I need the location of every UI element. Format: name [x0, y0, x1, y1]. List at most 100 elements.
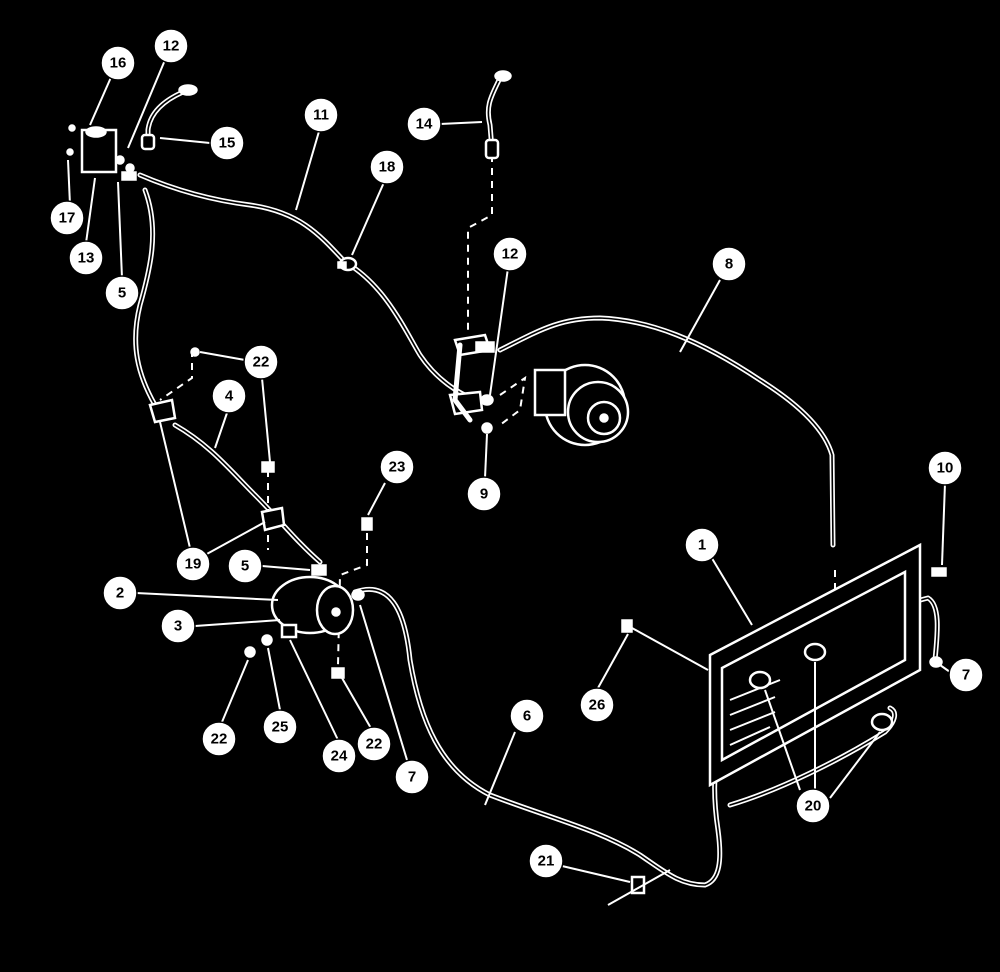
receiver-fitting-2 — [125, 163, 135, 173]
manifold-nut — [475, 341, 495, 353]
callout-14-label: 14 — [416, 116, 433, 133]
callout-17: 17 — [49, 200, 85, 236]
sensor-14 — [484, 70, 512, 160]
callout-26-label: 26 — [589, 697, 606, 714]
callout-22a-label: 22 — [253, 354, 270, 371]
hose-left-vertical-core — [134, 189, 156, 406]
compressor-lower-center — [331, 607, 341, 617]
leader-10 — [941, 482, 946, 566]
hose-6 — [352, 586, 763, 888]
callout-7a: 7 — [394, 759, 430, 795]
leader-12b — [489, 267, 509, 396]
callout-1-label: 1 — [698, 537, 706, 554]
leader-9 — [484, 433, 488, 479]
callout-22a: 22 — [243, 344, 279, 380]
leader-20c — [829, 731, 881, 799]
callout-24: 24 — [321, 738, 357, 774]
callout-16-label: 16 — [110, 55, 127, 72]
hose-15-core — [147, 91, 184, 146]
clamp-19-lower — [260, 506, 286, 532]
callout-6: 6 — [509, 698, 545, 734]
leader-14 — [439, 121, 483, 125]
switch-15-connector — [178, 84, 198, 96]
hoses — [133, 75, 940, 888]
callout-25: 25 — [262, 709, 298, 745]
callout-12a: 12 — [153, 28, 189, 64]
clamp-19-upper — [148, 398, 177, 424]
callout-2-label: 2 — [116, 585, 124, 602]
callout-12b-label: 12 — [502, 246, 519, 263]
hose-8-core — [499, 317, 834, 546]
callout-6-label: 6 — [523, 708, 531, 725]
leader-24 — [289, 639, 339, 741]
callout-11-label: 11 — [313, 107, 329, 124]
callout-22c: 22 — [356, 726, 392, 762]
callout-10-label: 10 — [937, 460, 954, 477]
callout-19-label: 19 — [185, 556, 202, 573]
callout-22c-label: 22 — [366, 736, 383, 753]
callout-13-label: 13 — [78, 250, 95, 267]
bolt-23 — [361, 517, 373, 531]
callout-25-label: 25 — [272, 719, 289, 736]
compressor-lower — [270, 517, 373, 679]
leader-lines — [67, 59, 951, 906]
washer-25 — [261, 634, 273, 646]
sensor-14-body — [484, 138, 500, 160]
nut-22-mid — [261, 461, 275, 473]
leader-11 — [295, 127, 321, 211]
fitting-12b — [480, 394, 494, 406]
leader-22c — [341, 677, 373, 731]
leader-22a-2 — [261, 377, 271, 463]
callout-19: 19 — [175, 546, 211, 582]
callout-11: 11 — [303, 97, 339, 133]
callout-7b-label: 7 — [962, 667, 970, 684]
callout-1: 1 — [684, 527, 720, 563]
clamp-20c — [870, 712, 894, 732]
leader-12a — [127, 59, 166, 149]
callout-18-label: 18 — [379, 159, 396, 176]
callout-8: 8 — [711, 246, 747, 282]
callout-9: 9 — [466, 476, 502, 512]
callout-12a-label: 12 — [163, 38, 180, 55]
leader-2 — [135, 592, 279, 601]
clamp-19 — [148, 347, 286, 532]
receiver-bolt-a — [68, 124, 76, 132]
leader-22b — [221, 659, 249, 723]
dash-bracket — [499, 375, 527, 426]
bolt-26 — [621, 619, 633, 633]
pressure-switch-15 — [140, 84, 198, 151]
receiver-fitting-1 — [115, 155, 125, 165]
callout-21-label: 21 — [538, 853, 555, 870]
callout-5b-label: 5 — [241, 558, 249, 575]
callout-3: 3 — [160, 608, 196, 644]
fitting-5b — [311, 564, 327, 576]
leader-6 — [484, 731, 516, 806]
hose-4-core — [174, 424, 321, 563]
leader-5a — [117, 181, 123, 279]
callout-21: 21 — [528, 843, 564, 879]
dash-14-down — [467, 155, 493, 330]
compressor-upper — [448, 333, 630, 447]
leader-13 — [85, 177, 96, 244]
callout-22b-label: 22 — [211, 731, 228, 748]
hose-8 — [497, 315, 836, 548]
callout-5a: 5 — [104, 275, 140, 311]
leader-4 — [214, 409, 229, 449]
condenser-fins — [729, 679, 781, 746]
callout-4-label: 4 — [225, 388, 234, 405]
clamp-20b — [803, 642, 827, 662]
leader-8 — [679, 279, 721, 353]
callout-4: 4 — [211, 378, 247, 414]
leader-16 — [89, 74, 113, 126]
leader-18 — [351, 179, 386, 256]
dash-19 — [159, 350, 193, 401]
callout-10: 10 — [927, 450, 963, 486]
washer-24 — [280, 623, 298, 639]
callout-3-label: 3 — [174, 618, 182, 635]
receiver-cap — [85, 126, 107, 138]
fitting-7b — [929, 656, 943, 668]
leader-19a — [159, 421, 191, 549]
leader-20a — [764, 689, 801, 791]
compressor-manifold-pipe — [452, 342, 473, 423]
callout-5a-label: 5 — [118, 285, 126, 302]
